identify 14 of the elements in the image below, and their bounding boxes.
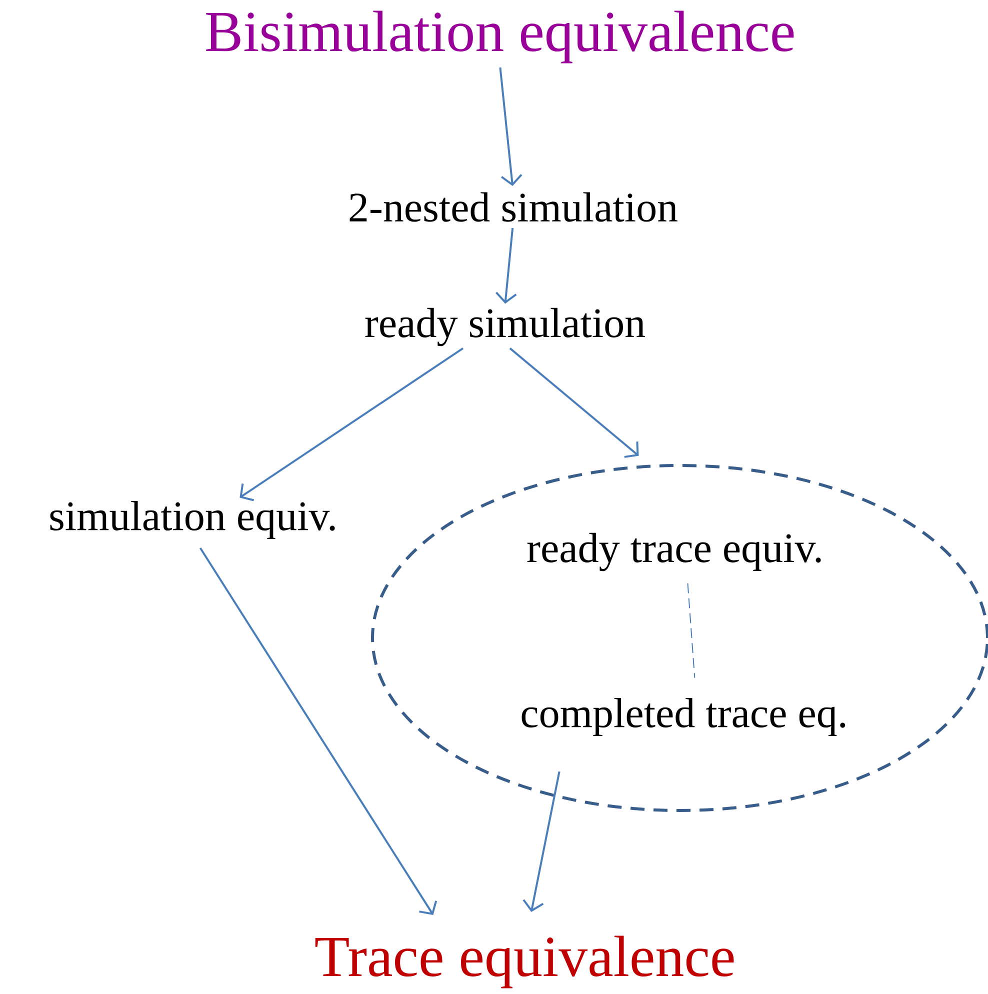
dashed-line <box>687 582 696 678</box>
heading: Bisimulation equivalence <box>206 10 794 64</box>
heading: Trace equivalence <box>315 936 734 988</box>
label-text: completed trace eq. <box>522 698 846 736</box>
arrow <box>199 547 438 915</box>
label-text: ready trace equiv. <box>527 532 821 572</box>
arrow <box>509 348 639 458</box>
label-text: 2-nested simulation <box>350 192 678 222</box>
arrow <box>240 347 464 502</box>
label-text: ready simulation <box>365 308 645 346</box>
label-text: simulation equiv. <box>50 500 335 540</box>
arrow <box>496 228 517 304</box>
arrow <box>499 67 522 186</box>
arrow <box>522 771 560 912</box>
